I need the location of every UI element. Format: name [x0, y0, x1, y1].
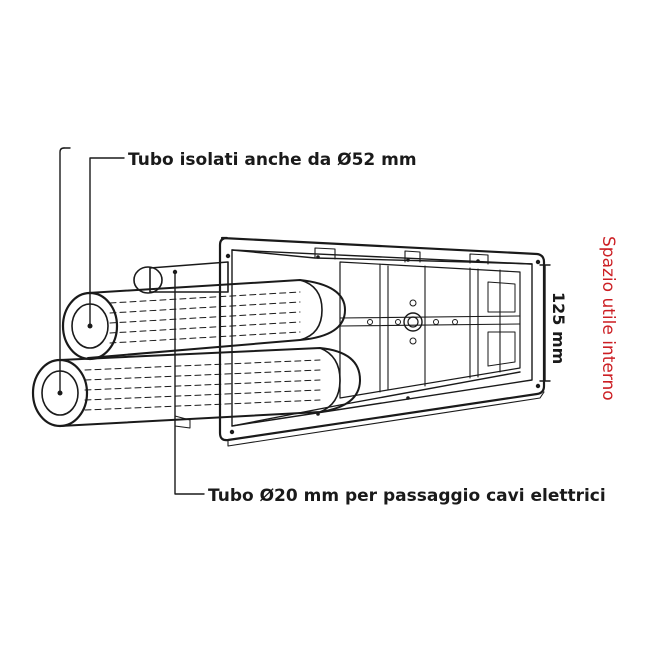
- label-insulated-pipe: Tubo isolati anche da Ø52 mm: [128, 150, 417, 170]
- label-conduit: Tubo Ø20 mm per passaggio cavi elettrici: [208, 486, 606, 506]
- label-inner-space: Spazio utile interno: [598, 236, 618, 401]
- junction-box: [174, 236, 546, 447]
- conduit-tube: [133, 261, 229, 294]
- dimension-bracket: [539, 264, 551, 382]
- leader-conduit: [172, 269, 205, 495]
- label-dimension: 125 mm: [549, 292, 568, 364]
- leader-insulated-pipe: [59, 147, 125, 394]
